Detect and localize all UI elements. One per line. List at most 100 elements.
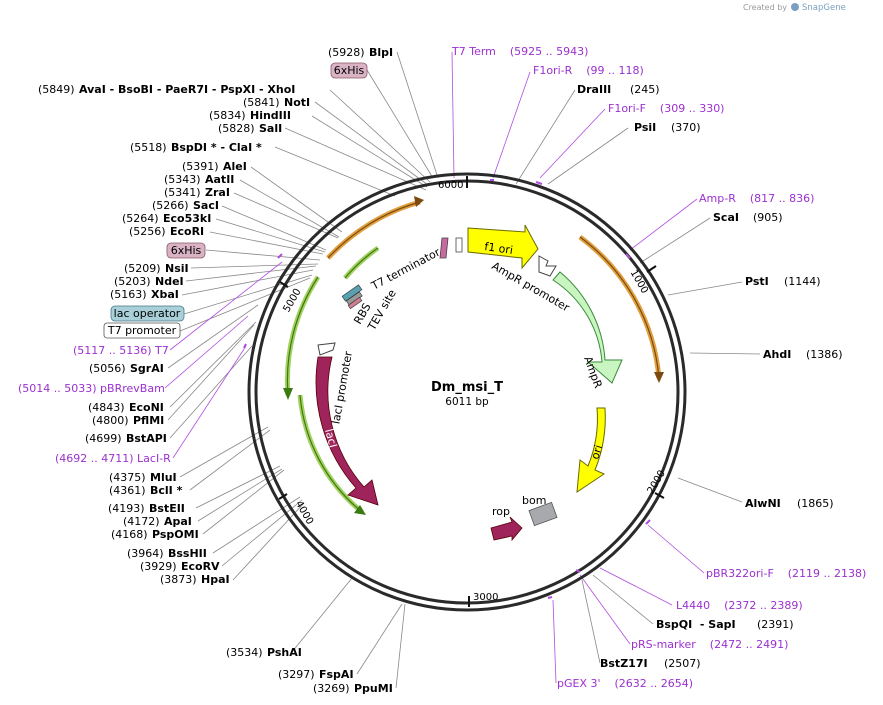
- site-label[interactable]: (5391)AleI: [182, 160, 247, 173]
- svg-text:(4172): (4172): [123, 515, 160, 528]
- t7-terminator-label: T7 terminator: [368, 245, 442, 293]
- site-label[interactable]: (5209)NsiI: [124, 262, 189, 275]
- rop-arrow[interactable]: [490, 516, 523, 542]
- site-label[interactable]: (5841)NotI: [243, 96, 310, 109]
- site-label[interactable]: (4375)MluI: [109, 471, 177, 484]
- feature-box-label[interactable]: 6xHis: [166, 242, 206, 259]
- site-label[interactable]: (5266) SacI: [152, 199, 219, 212]
- svg-text:(5849): (5849): [38, 83, 75, 96]
- site-label[interactable]: (4699)BstAPI: [85, 432, 167, 445]
- site-label[interactable]: AlwNI (1865): [745, 497, 834, 510]
- site-label[interactable]: (5828)SalI: [218, 122, 282, 135]
- svg-text:PsiI: PsiI: [634, 121, 656, 134]
- svg-text:(4361): (4361): [109, 484, 146, 497]
- site-label[interactable]: DraIII(245): [577, 83, 660, 96]
- ampr-arrow[interactable]: [552, 271, 623, 384]
- svg-text:(5264): (5264): [122, 212, 159, 225]
- primer-label[interactable]: (4692 .. 4711) LacI-R: [55, 452, 171, 465]
- left-labels: (5928)BlpI 6xHis (5849)AvaI - BsoBI - Pa…: [18, 46, 393, 695]
- svg-text:PspOMI: PspOMI: [152, 528, 199, 541]
- site-label[interactable]: (5056)SgrAI: [89, 362, 164, 375]
- laci-arrow[interactable]: [315, 356, 379, 506]
- svg-text:PstI: PstI: [745, 275, 769, 288]
- primer-label[interactable]: F1ori-R (99 .. 118): [533, 64, 644, 77]
- site-label[interactable]: (5834)HindIII: [209, 109, 291, 122]
- feature-box-label[interactable]: T7 promoter: [103, 322, 181, 339]
- plasmid-name: Dm_msi_T: [431, 380, 503, 395]
- site-label[interactable]: (5849)AvaI - BsoBI - PaeR7I - PspXI - Xh…: [38, 83, 295, 96]
- site-label[interactable]: (3269)PpuMI: [313, 682, 393, 695]
- feature-box-label[interactable]: lac operator: [110, 305, 185, 322]
- svg-text:(1865): (1865): [797, 497, 834, 510]
- site-label[interactable]: (5203)NdeI: [114, 275, 184, 288]
- laci-promoter-arrow[interactable]: [317, 342, 336, 356]
- site-label[interactable]: (3929) EcoRV: [140, 560, 220, 573]
- svg-text:(5266): (5266): [152, 199, 189, 212]
- site-label[interactable]: (5256)EcoRI: [129, 225, 204, 238]
- svg-text:(370): (370): [671, 121, 701, 134]
- site-label[interactable]: (5163)XbaI: [110, 288, 179, 301]
- site-label[interactable]: (5341)ZraI: [164, 186, 230, 199]
- site-label[interactable]: AhdI(1386): [763, 348, 843, 361]
- snapgene-credit: Created by SnapGene: [743, 3, 846, 13]
- primer-label[interactable]: pBR322ori-F (2119 .. 2138): [706, 567, 866, 580]
- svg-text:NdeI: NdeI: [155, 275, 184, 288]
- site-label[interactable]: (4193)BstEII: [108, 502, 185, 515]
- site-label[interactable]: (5928)BlpI: [328, 46, 393, 59]
- svg-text:(3534): (3534): [226, 646, 263, 659]
- site-label[interactable]: (3964)BssHII: [127, 547, 207, 560]
- ori-arrow[interactable]: [576, 407, 606, 493]
- primer-label[interactable]: (5014 .. 5033) pBRrevBam: [18, 382, 165, 395]
- primer-label[interactable]: (5117 .. 5136) T7: [73, 344, 169, 357]
- feature-box-label[interactable]: 6xHis: [330, 62, 368, 79]
- svg-text:SacI: SacI: [193, 199, 219, 212]
- primer-label[interactable]: T7 Term (5925 .. 5943): [451, 45, 588, 58]
- svg-text:EcoRI: EcoRI: [170, 225, 204, 238]
- f1-ori-arrow[interactable]: [467, 224, 539, 270]
- outer-arcs: [283, 196, 664, 515]
- svg-text:BstZ17I: BstZ17I: [600, 657, 648, 670]
- t7-promoter-arrow[interactable]: [455, 237, 463, 253]
- site-label[interactable]: (3534)PshAI: [226, 646, 302, 659]
- bom-box[interactable]: [528, 501, 558, 527]
- site-label[interactable]: (5343)AatII: [164, 173, 234, 186]
- site-label[interactable]: (4172)ApaI: [123, 515, 192, 528]
- primer-label[interactable]: L4440 (2372 .. 2389): [676, 599, 803, 612]
- site-label[interactable]: (5518)BspDI * - ClaI *: [130, 141, 262, 154]
- svg-text:EcoRV: EcoRV: [181, 560, 220, 573]
- label-leader-lines: [164, 51, 761, 689]
- primer-label[interactable]: pRS-marker (2472 .. 2491): [631, 638, 788, 651]
- svg-text:lac operator: lac operator: [114, 307, 181, 320]
- site-label[interactable]: (5264)Eco53kI: [122, 212, 211, 225]
- site-label[interactable]: BstZ17I(2507): [600, 657, 701, 670]
- site-label[interactable]: (4843)EcoNI: [88, 401, 164, 414]
- primer-label[interactable]: pGEX 3' (2632 .. 2654): [557, 677, 693, 690]
- svg-text:(5117 .. 5136) T7: (5117 .. 5136) T7: [73, 344, 169, 357]
- svg-text:(1386): (1386): [806, 348, 843, 361]
- svg-text:(5928): (5928): [328, 46, 365, 59]
- svg-text:6xHis: 6xHis: [334, 64, 365, 77]
- svg-text:(3929): (3929): [140, 560, 177, 573]
- svg-text:(5056): (5056): [89, 362, 126, 375]
- t7-terminator-mark[interactable]: [439, 237, 449, 259]
- svg-text:(5341): (5341): [164, 186, 201, 199]
- tick-4000: 4000: [293, 499, 315, 527]
- svg-text:F1ori-R (99 .. 118): F1ori-R (99 .. 118): [533, 64, 644, 77]
- svg-text:AlwNI: AlwNI: [745, 497, 781, 510]
- site-label[interactable]: ScaI(905): [713, 211, 783, 224]
- site-label[interactable]: (4800)PflMI: [92, 414, 164, 427]
- site-label[interactable]: PsiI (370): [634, 121, 701, 134]
- site-label[interactable]: (3873)HpaI: [160, 573, 230, 586]
- rop-label: rop: [492, 505, 510, 518]
- ampr-promoter-arrow[interactable]: [538, 255, 557, 277]
- small-feature-cluster[interactable]: [341, 284, 363, 310]
- svg-text:HpaI: HpaI: [201, 573, 230, 586]
- primer-label[interactable]: Amp-R (817 .. 836): [699, 192, 814, 205]
- site-label[interactable]: BspQI - SapI(2391): [656, 618, 794, 631]
- site-label[interactable]: (4168)PspOMI: [111, 528, 199, 541]
- site-label[interactable]: PstI(1144): [745, 275, 821, 288]
- site-label[interactable]: (3297)FspAI: [278, 668, 354, 681]
- site-label[interactable]: (4361)BclI *: [109, 484, 183, 497]
- primer-label[interactable]: F1ori-F (309 .. 330): [608, 102, 724, 115]
